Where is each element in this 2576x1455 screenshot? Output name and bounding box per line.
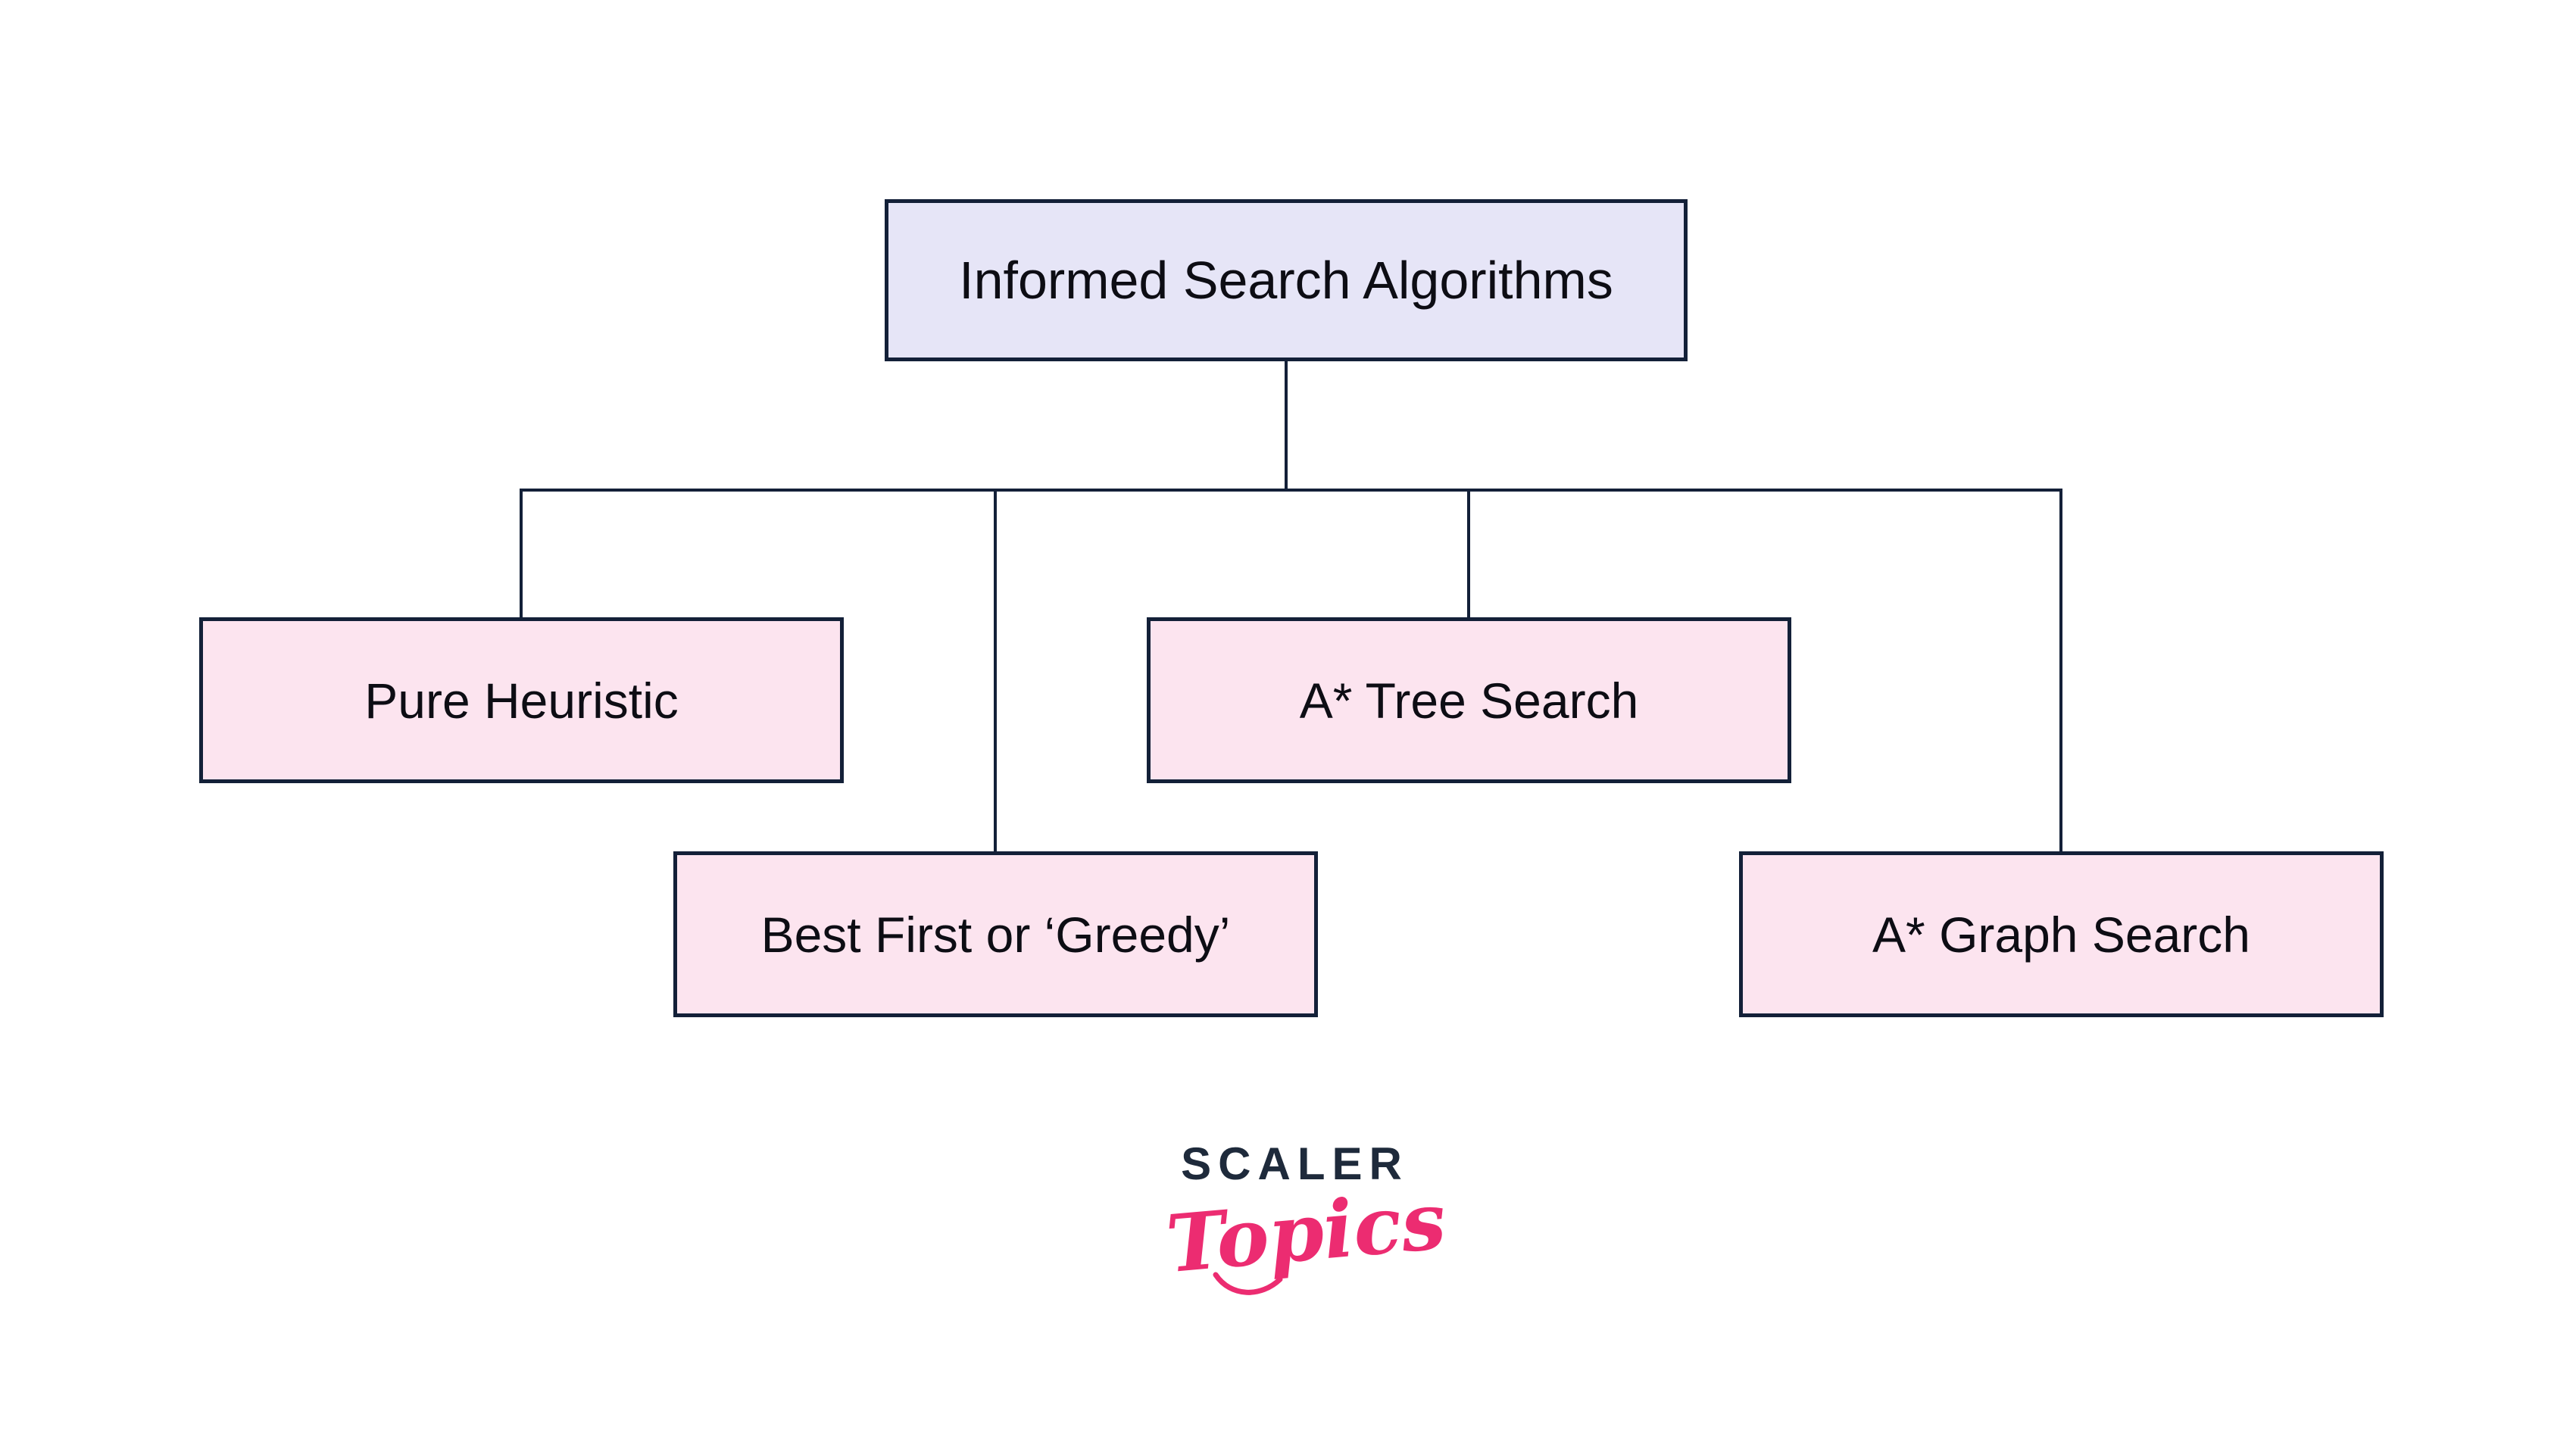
connector-horizontal-rail: [520, 489, 2062, 492]
logo-product-text: Topics: [1163, 1173, 1450, 1291]
logo-script-flourish: [1213, 1272, 1283, 1295]
connector-drop-pure-heuristic: [520, 489, 523, 620]
node-pure-heuristic: Pure Heuristic: [199, 617, 844, 783]
node-a-star-graph-search: A* Graph Search: [1739, 851, 2384, 1017]
connector-drop-best-first: [994, 489, 997, 854]
node-label: A* Graph Search: [1872, 906, 2250, 963]
node-label: Informed Search Algorithms: [959, 251, 1613, 310]
node-label: Pure Heuristic: [364, 672, 679, 729]
node-best-first-greedy: Best First or ‘Greedy’: [673, 851, 1318, 1017]
node-informed-search-algorithms: Informed Search Algorithms: [885, 199, 1688, 361]
connector-root-drop: [1285, 361, 1288, 492]
node-a-star-tree-search: A* Tree Search: [1147, 617, 1791, 783]
node-label: A* Tree Search: [1299, 672, 1639, 729]
logo-brand-text: SCALER: [1181, 1138, 1409, 1189]
scaler-topics-logo: SCALER Topics: [1163, 1138, 1450, 1299]
connector-drop-a-star-tree: [1467, 489, 1470, 620]
node-label: Best First or ‘Greedy’: [760, 906, 1231, 963]
connector-drop-a-star-graph: [2059, 489, 2062, 854]
